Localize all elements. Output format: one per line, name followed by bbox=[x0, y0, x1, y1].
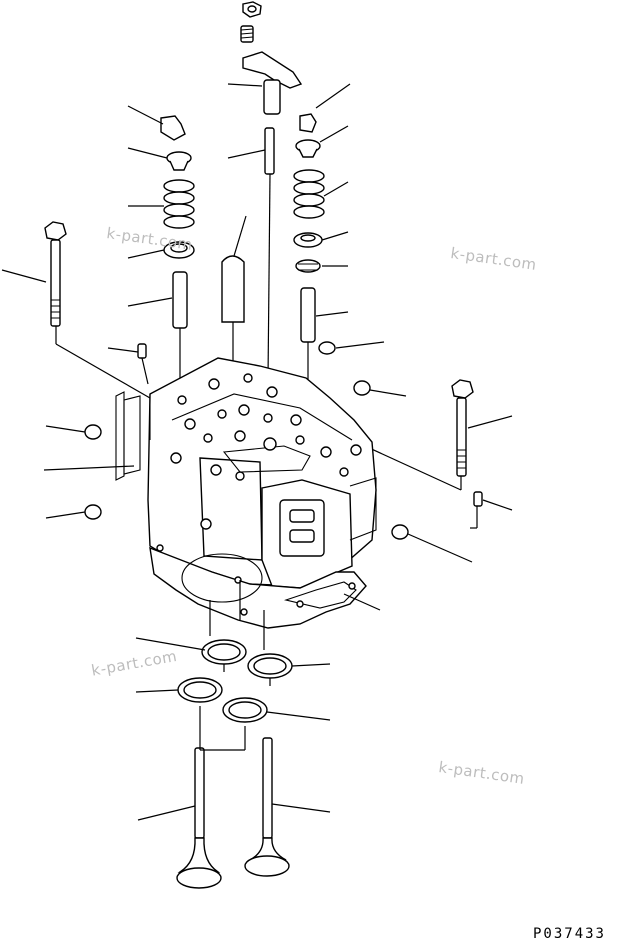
valve-seat-ring-4 bbox=[222, 697, 268, 723]
intake-valve bbox=[176, 747, 222, 889]
plug-right-top bbox=[318, 341, 336, 355]
spring-retainer-left bbox=[166, 151, 192, 171]
spring-retainer-right bbox=[295, 139, 321, 158]
spring-seat-right bbox=[293, 232, 323, 248]
valve-cotter-left bbox=[160, 115, 186, 141]
expansion-plug-left-lower bbox=[84, 504, 102, 520]
spring-seat-left bbox=[163, 241, 195, 259]
dowel-pin-right bbox=[470, 491, 483, 529]
valve-spring-left bbox=[163, 179, 195, 229]
rocker-arm bbox=[242, 51, 303, 115]
valve-spring-right bbox=[293, 169, 325, 219]
cylinder-head bbox=[115, 357, 377, 589]
head-bolt-left bbox=[44, 221, 151, 399]
valve-stem-seal-right bbox=[295, 259, 321, 273]
valve-seat-ring-1 bbox=[201, 639, 247, 665]
expansion-plug-right-lower bbox=[391, 524, 409, 540]
valve-seat-ring-3 bbox=[177, 677, 223, 703]
assembly-lines bbox=[199, 580, 271, 751]
rocker-nut bbox=[242, 1, 262, 18]
tappet bbox=[221, 255, 245, 372]
valve-guide-left bbox=[172, 271, 188, 390]
leader-lines bbox=[1, 83, 513, 821]
valve-cotter-right bbox=[299, 113, 317, 133]
valve-seat-ring-2 bbox=[247, 653, 293, 679]
exhaust-valve bbox=[244, 737, 290, 877]
push-rod bbox=[264, 127, 275, 381]
dowel-pin-left bbox=[137, 343, 149, 385]
expansion-plug-left-upper bbox=[84, 424, 102, 440]
adjusting-screw bbox=[240, 25, 254, 43]
expansion-plug-right-upper bbox=[353, 380, 371, 396]
drawing-code: P037433 bbox=[532, 926, 606, 942]
